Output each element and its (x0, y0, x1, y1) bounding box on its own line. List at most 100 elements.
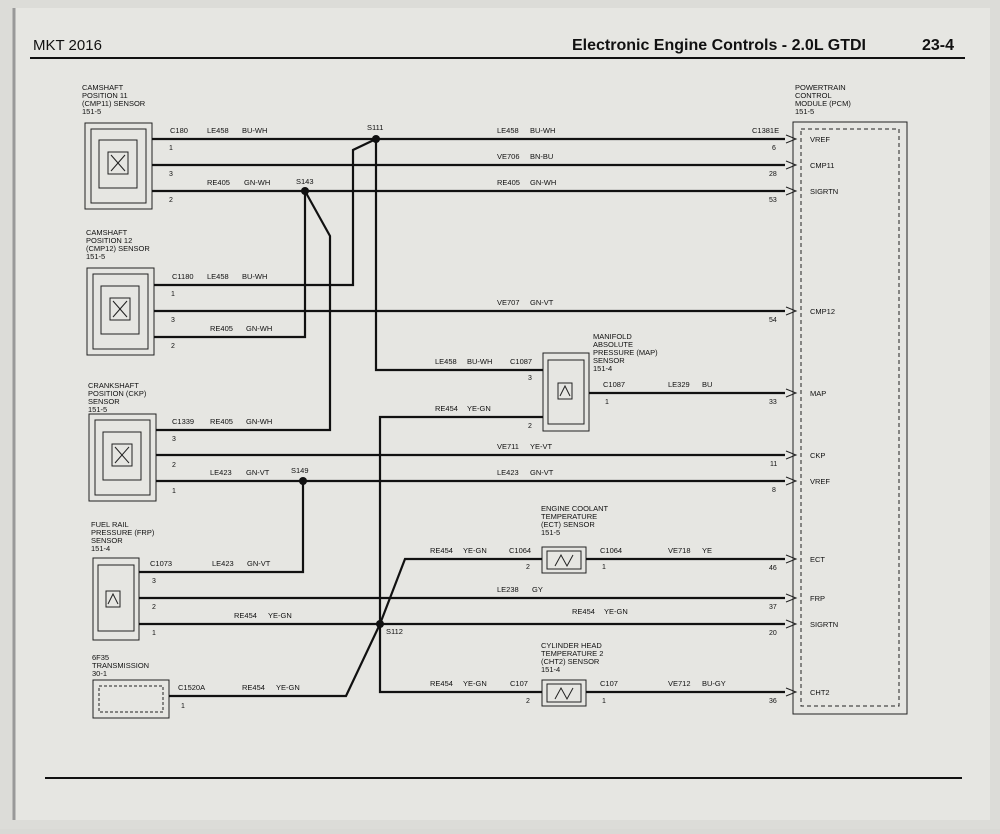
svg-text:LE423: LE423 (210, 468, 232, 477)
cmp11-sensor (84, 122, 153, 210)
svg-text:LE329: LE329 (668, 380, 690, 389)
svg-text:CYLINDER HEAD: CYLINDER HEAD (541, 641, 602, 650)
svg-text:6F35: 6F35 (92, 653, 109, 662)
svg-text:151-5: 151-5 (86, 252, 105, 261)
svg-text:BU-WH: BU-WH (467, 357, 492, 366)
svg-text:YE-GN: YE-GN (604, 607, 628, 616)
svg-text:C1520A: C1520A (178, 683, 205, 692)
svg-text:C107: C107 (510, 679, 528, 688)
svg-text:POSITION 12: POSITION 12 (86, 236, 132, 245)
svg-text:S111: S111 (367, 123, 383, 132)
transmission-block (92, 679, 170, 719)
svg-text:C1073: C1073 (150, 559, 172, 568)
svg-text:C1087: C1087 (603, 380, 625, 389)
svg-text:FRP: FRP (810, 594, 825, 603)
svg-text:LE458: LE458 (207, 272, 229, 281)
svg-text:VREF: VREF (810, 477, 830, 486)
svg-text:1: 1 (172, 488, 176, 495)
svg-text:VE706: VE706 (497, 152, 520, 161)
svg-text:POSITION 11: POSITION 11 (82, 91, 128, 100)
pcm-label: POWERTRAIN CONTROL MODULE (PCM) 151-5 (795, 83, 851, 116)
splice-labels: S111 S143 S149 S112 (291, 123, 403, 636)
svg-text:GN-VT: GN-VT (530, 468, 554, 477)
svg-text:2: 2 (528, 423, 532, 430)
svg-text:RE454: RE454 (435, 404, 458, 413)
svg-text:3: 3 (172, 436, 176, 443)
svg-text:3: 3 (152, 578, 156, 585)
svg-text:MODULE (PCM): MODULE (PCM) (795, 99, 851, 108)
svg-text:VE718: VE718 (668, 546, 691, 555)
svg-text:28: 28 (769, 171, 777, 178)
svg-text:S149: S149 (291, 466, 309, 475)
svg-text:RE454: RE454 (430, 679, 453, 688)
svg-text:46: 46 (769, 565, 777, 572)
svg-text:FUEL RAIL: FUEL RAIL (91, 520, 129, 529)
svg-text:GN-WH: GN-WH (246, 324, 272, 333)
svg-text:RE454: RE454 (234, 611, 257, 620)
ckp-sensor (88, 413, 157, 502)
svg-text:3: 3 (169, 171, 173, 178)
svg-text:YE-GN: YE-GN (268, 611, 292, 620)
svg-text:GN-VT: GN-VT (246, 468, 270, 477)
svg-text:C180: C180 (170, 126, 188, 135)
ect-label: ENGINE COOLANT TEMPERATURE (ECT) SENSOR … (541, 504, 609, 537)
svg-text:CKP: CKP (810, 451, 825, 460)
svg-text:LE423: LE423 (497, 468, 519, 477)
svg-text:151-5: 151-5 (82, 107, 101, 116)
svg-text:LE458: LE458 (207, 126, 229, 135)
svg-text:SIGRTN: SIGRTN (810, 620, 838, 629)
pcm-pin-numbers: 6 28 53 54 33 11 8 46 37 20 36 (769, 145, 777, 705)
svg-text:2: 2 (152, 604, 156, 611)
svg-text:POWERTRAIN: POWERTRAIN (795, 83, 846, 92)
cht2-label: CYLINDER HEAD TEMPERATURE 2 (CHT2) SENSO… (541, 641, 603, 674)
svg-text:33: 33 (769, 399, 777, 406)
svg-text:CAMSHAFT: CAMSHAFT (82, 83, 124, 92)
svg-text:(ECT) SENSOR: (ECT) SENSOR (541, 520, 595, 529)
svg-text:C107: C107 (600, 679, 618, 688)
frp-label: FUEL RAIL PRESSURE (FRP) SENSOR 151-4 (91, 520, 155, 553)
svg-text:37: 37 (769, 604, 777, 611)
svg-text:151-4: 151-4 (541, 665, 560, 674)
svg-text:VE712: VE712 (668, 679, 691, 688)
svg-text:53: 53 (769, 197, 777, 204)
transmission-label: 6F35 TRANSMISSION 30-1 (92, 653, 149, 678)
svg-text:TRANSMISSION: TRANSMISSION (92, 661, 149, 670)
svg-text:BU-GY: BU-GY (702, 679, 726, 688)
map-label: MANIFOLD ABSOLUTE PRESSURE (MAP) SENSOR … (593, 332, 658, 373)
svg-text:VE711: VE711 (497, 442, 519, 451)
paper-sheet (14, 8, 990, 820)
svg-text:C1339: C1339 (172, 417, 194, 426)
svg-text:S143: S143 (296, 177, 314, 186)
svg-text:BU: BU (702, 380, 712, 389)
svg-text:TEMPERATURE: TEMPERATURE (541, 512, 597, 521)
svg-text:GY: GY (532, 585, 543, 594)
svg-text:3: 3 (528, 375, 532, 382)
svg-text:RE405: RE405 (210, 324, 233, 333)
svg-text:RE454: RE454 (430, 546, 453, 555)
svg-text:RE454: RE454 (242, 683, 265, 692)
svg-text:YE-GN: YE-GN (467, 404, 491, 413)
wires (139, 137, 785, 698)
cmp12-sensor (86, 267, 155, 356)
svg-text:11: 11 (770, 461, 777, 468)
svg-text:GN-WH: GN-WH (244, 178, 270, 187)
svg-text:LE238: LE238 (497, 585, 519, 594)
page-number: 23-4 (922, 37, 954, 54)
svg-text:C1064: C1064 (600, 546, 622, 555)
svg-text:TEMPERATURE 2: TEMPERATURE 2 (541, 649, 603, 658)
svg-text:ABSOLUTE: ABSOLUTE (593, 340, 633, 349)
svg-text:2: 2 (526, 698, 530, 705)
svg-text:BU-WH: BU-WH (530, 126, 555, 135)
connector-labels: C180 C1180 C1339 C1073 C1520A C1381E C10… (150, 126, 779, 692)
splice-points (299, 135, 384, 628)
svg-text:CRANKSHAFT: CRANKSHAFT (88, 381, 139, 390)
svg-text:YE: YE (702, 546, 712, 555)
pcm-module (792, 121, 908, 715)
svg-text:1: 1 (602, 698, 606, 705)
svg-text:151-5: 151-5 (795, 107, 814, 116)
svg-text:S112: S112 (386, 627, 403, 636)
svg-text:SENSOR: SENSOR (88, 397, 120, 406)
svg-text:20: 20 (769, 630, 777, 637)
svg-text:151-4: 151-4 (91, 544, 110, 553)
